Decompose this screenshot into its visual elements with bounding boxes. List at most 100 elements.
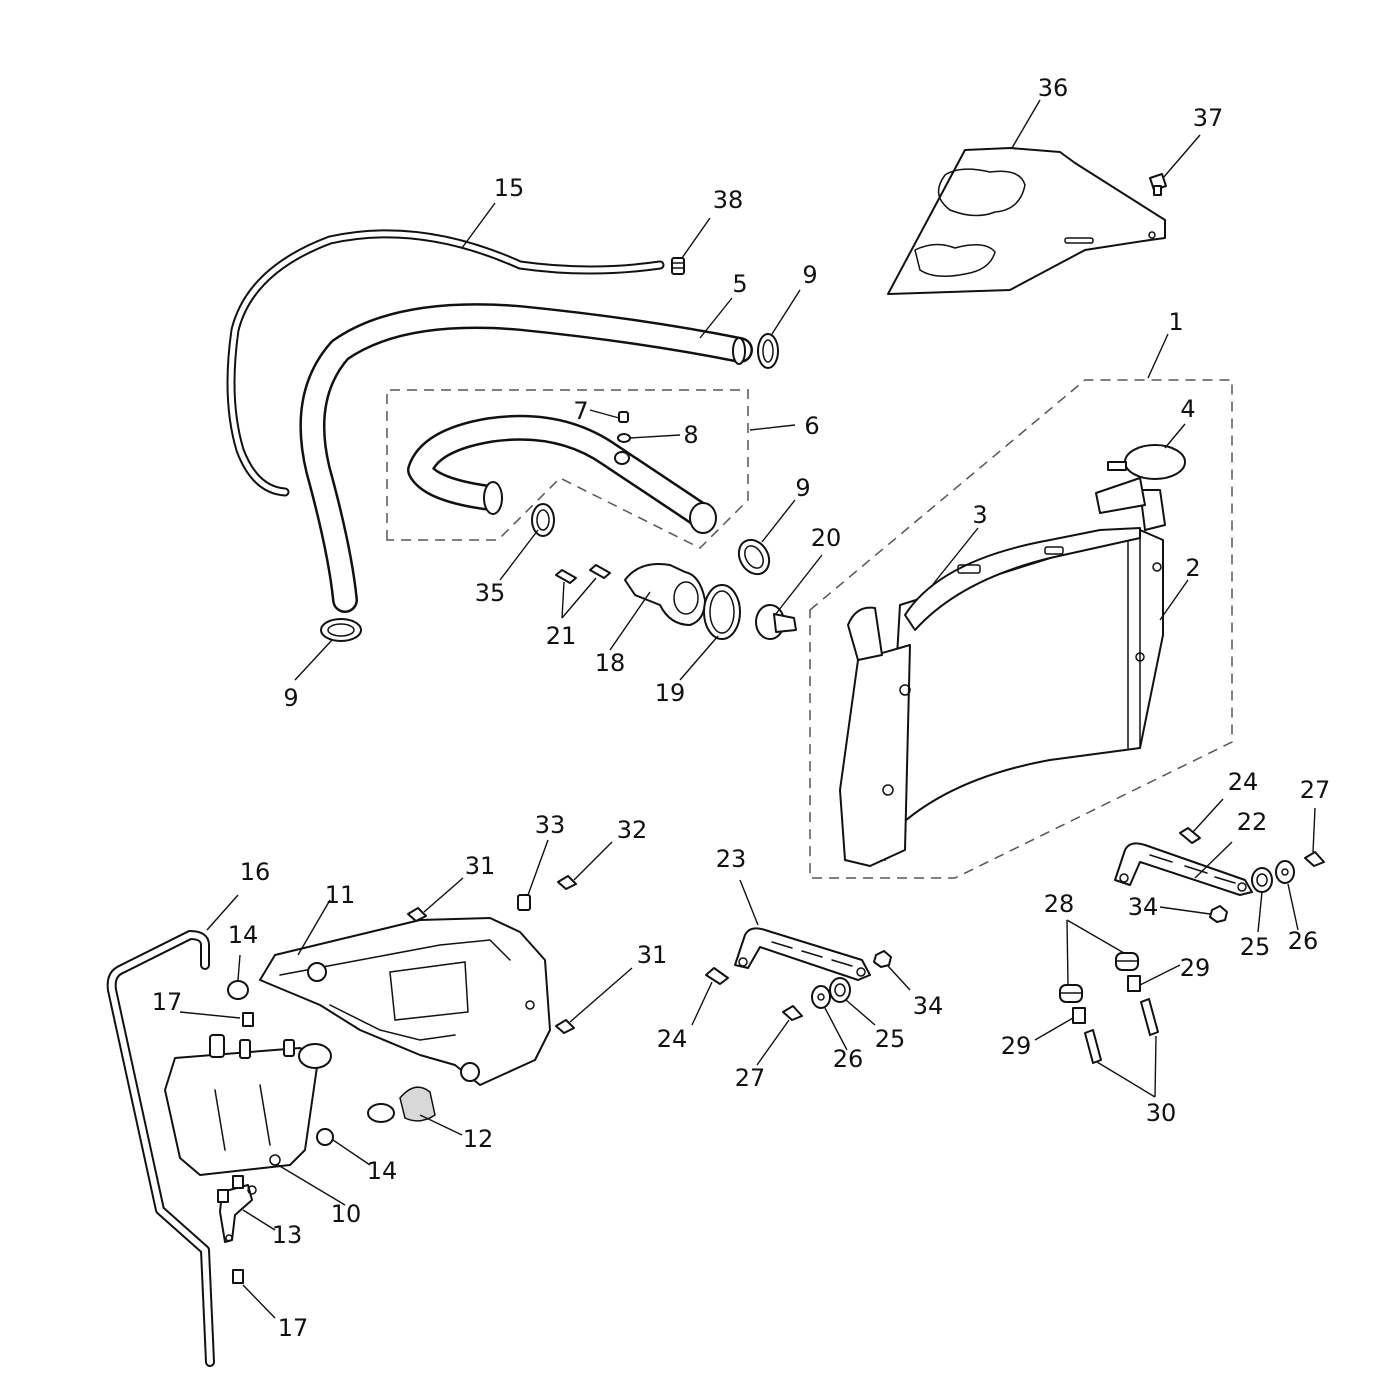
spacer-part-29a	[1072, 1007, 1086, 1024]
bolt-part-27a	[1304, 851, 1325, 867]
filler-neck-and-cap-part-4	[1095, 444, 1186, 531]
small-hose-part	[226, 229, 665, 497]
callout-25-right: 25	[1240, 933, 1271, 961]
callout-23: 23	[716, 845, 747, 873]
callout-13: 13	[272, 1221, 303, 1249]
callout-31-right: 31	[637, 941, 668, 969]
bolt-part-31b	[555, 1019, 575, 1034]
callout-2: 2	[1185, 554, 1200, 582]
overflow-hose-part-16	[106, 930, 215, 1367]
callout-8: 8	[683, 421, 698, 449]
callout-19: 19	[655, 679, 686, 707]
callout-27-right: 27	[1300, 776, 1331, 804]
washer-part-8	[617, 433, 631, 443]
callout-24-left: 24	[657, 1025, 688, 1053]
hose-clamp-part-35	[531, 503, 555, 537]
callout-10: 10	[331, 1200, 362, 1228]
side-tank-part	[839, 606, 911, 867]
washer-part-26b	[811, 985, 831, 1009]
callout-27-left: 27	[735, 1064, 766, 1092]
callout-12: 12	[463, 1125, 494, 1153]
callout-16: 16	[240, 858, 271, 886]
thermostat-housing-part-18	[624, 563, 706, 626]
hose-clamp-part-9b	[320, 618, 362, 642]
callout-32: 32	[617, 816, 648, 844]
callout-24-right: 24	[1228, 768, 1259, 796]
callout-22: 22	[1237, 808, 1268, 836]
bolt-part-30a	[1084, 1029, 1102, 1064]
spigot-part-6	[614, 451, 630, 465]
callout-33: 33	[535, 811, 566, 839]
bolts-part-21	[555, 564, 611, 584]
callout-20: 20	[811, 524, 842, 552]
nut-part-34a	[1209, 905, 1228, 923]
callout-14-bottom: 14	[367, 1157, 398, 1185]
callout-15: 15	[494, 174, 525, 202]
bracket-part-13	[217, 1175, 257, 1243]
hose-clamp-part-9c	[737, 538, 771, 576]
callout-9-mid: 9	[795, 474, 810, 502]
mounting-bracket-part-22	[1114, 842, 1253, 896]
clip-part-33	[517, 894, 531, 911]
callout-6: 6	[804, 412, 819, 440]
hose-clamp-part-9a	[757, 333, 779, 369]
rubber-mount-part-28a	[1059, 984, 1083, 1003]
callout-38: 38	[713, 186, 744, 214]
spacer-part-29b	[1127, 975, 1141, 992]
rubber-mount-part-28b	[1115, 952, 1139, 971]
bolt-part-24b	[705, 967, 729, 985]
large-hose-part	[299, 303, 753, 613]
callout-34-right: 34	[1128, 893, 1159, 921]
callout-29-left: 29	[1001, 1032, 1032, 1060]
callout-17-bottom: 17	[278, 1314, 309, 1342]
callout-17-top: 17	[152, 988, 183, 1016]
bolt-part-30b	[1140, 998, 1159, 1036]
hose-clip-part-38	[671, 257, 685, 275]
grommet-part-25b	[829, 977, 851, 1003]
callout-9-left: 9	[283, 684, 298, 712]
washer-part-26a	[1275, 860, 1295, 884]
callout-14-top: 14	[228, 921, 259, 949]
bleed-screw-part-7	[618, 411, 629, 423]
callout-18: 18	[595, 649, 626, 677]
grommet-part-14a	[227, 980, 249, 1000]
callout-1: 1	[1168, 308, 1183, 336]
bolt-part-31a	[407, 907, 427, 922]
callout-30: 30	[1146, 1099, 1177, 1127]
thermostat-part-20	[755, 604, 797, 640]
clip-part-17b	[232, 1269, 244, 1284]
radiator-bracket-part-3	[904, 527, 1141, 631]
cap-part-12	[367, 1086, 436, 1123]
callout-34-left: 34	[913, 992, 944, 1020]
callout-4: 4	[1180, 395, 1195, 423]
callout-35: 35	[475, 579, 506, 607]
assembly-6-boundary	[386, 389, 749, 549]
screw-part-37	[1149, 173, 1167, 196]
callout-9-top: 9	[802, 261, 817, 289]
o-ring-part-19	[703, 584, 741, 640]
grommet-part-25a	[1251, 867, 1273, 893]
callout-labels: 1 2 3 4 5 6 7 8 9 9 9 10 11 12 13 14 14 …	[152, 74, 1331, 1342]
radiator-assembly-boundary	[809, 379, 1233, 879]
screw-part-32	[557, 875, 577, 890]
callout-36: 36	[1038, 74, 1069, 102]
bolt-part-24a	[1179, 827, 1201, 844]
elbow-pipe-part-6	[407, 414, 717, 534]
callout-26-right: 26	[1288, 927, 1319, 955]
radiator-core-part-2	[884, 529, 1164, 861]
expansion-tank-part-10	[164, 1034, 332, 1176]
clip-part-17a	[242, 1012, 254, 1027]
nut-part-34b	[873, 950, 892, 968]
leader-lines	[179, 99, 1316, 1319]
mounting-bracket-part-23	[734, 927, 871, 981]
tank-cover-part-11	[259, 917, 551, 1086]
callout-29-right: 29	[1180, 954, 1211, 982]
callout-26-left: 26	[833, 1045, 864, 1073]
grommet-part-14b	[316, 1128, 334, 1146]
callout-3: 3	[972, 501, 987, 529]
callout-5: 5	[732, 270, 747, 298]
callout-31-top: 31	[465, 852, 496, 880]
callout-28: 28	[1044, 890, 1075, 918]
bolt-part-27b	[782, 1005, 803, 1021]
